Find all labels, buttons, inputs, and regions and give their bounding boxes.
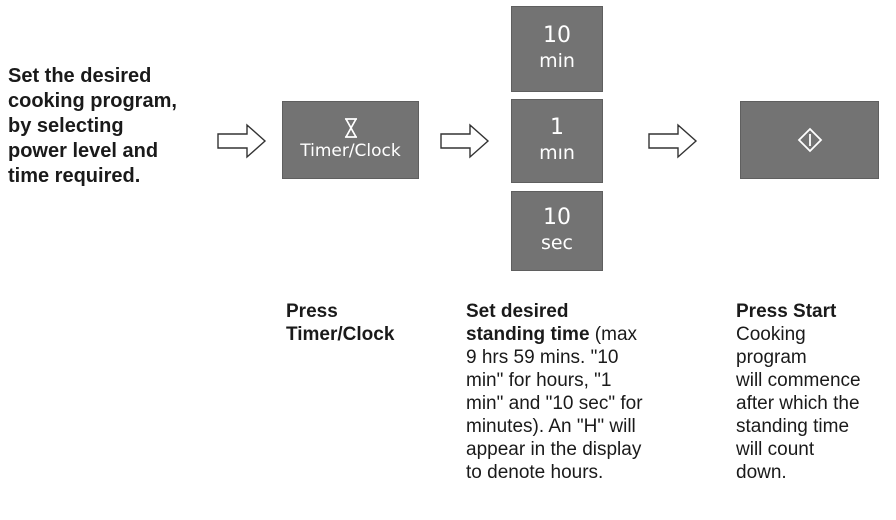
caption-text: down. bbox=[736, 462, 787, 483]
caption-text: minutes). An "H" will bbox=[466, 416, 636, 437]
intro-line: cooking program, bbox=[8, 90, 177, 112]
ten-min-button[interactable]: 10 min bbox=[511, 6, 603, 92]
ten-sec-button[interactable]: 10 sec bbox=[511, 191, 603, 271]
arrow-right-icon bbox=[440, 123, 490, 159]
arrow-right-icon bbox=[217, 123, 267, 159]
key-unit: sec bbox=[540, 232, 574, 254]
timer-clock-label: Timer/Clock bbox=[300, 141, 401, 161]
intro-line: by selecting bbox=[8, 115, 124, 137]
arrow-right-icon bbox=[648, 123, 698, 159]
caption-text: program bbox=[736, 347, 807, 368]
caption-press-start: Press Start Cooking program will commenc… bbox=[736, 300, 861, 484]
intro-line: time required. bbox=[8, 165, 141, 187]
key-value: 10 bbox=[543, 205, 571, 230]
intro-instructions: Set the desired cooking program, by sele… bbox=[8, 64, 218, 189]
caption-title: Press Start bbox=[736, 301, 837, 322]
caption-text: min" for hours, "1 bbox=[466, 370, 612, 391]
caption-text: min" and "10 sec" for bbox=[466, 393, 643, 414]
start-diamond-icon bbox=[797, 127, 822, 153]
caption-title: Timer/Clock bbox=[286, 324, 395, 345]
caption-title: Press bbox=[286, 301, 338, 322]
one-min-button[interactable]: 1 mın bbox=[511, 99, 603, 183]
caption-title: Set desired bbox=[466, 301, 569, 322]
intro-line: Set the desired bbox=[8, 65, 152, 87]
caption-text: will commence bbox=[736, 370, 861, 391]
caption-text: Cooking bbox=[736, 324, 806, 345]
caption-text: (max bbox=[589, 324, 638, 345]
intro-line: power level and bbox=[8, 140, 159, 162]
caption-set-standing-time: Set desired standing time (max 9 hrs 59 … bbox=[466, 300, 643, 484]
key-value: 10 bbox=[543, 23, 571, 48]
caption-title-line: standing time (max bbox=[466, 323, 643, 346]
hourglass-icon bbox=[344, 118, 357, 138]
caption-press-timer: Press Timer/Clock bbox=[286, 300, 394, 346]
start-button[interactable] bbox=[740, 101, 879, 179]
caption-text: will count bbox=[736, 439, 815, 460]
caption-text: after which the bbox=[736, 393, 860, 414]
timer-clock-button[interactable]: Timer/Clock bbox=[282, 101, 419, 179]
caption-text: standing time bbox=[736, 416, 850, 437]
caption-text: 9 hrs 59 mins. "10 bbox=[466, 347, 619, 368]
key-unit: mın bbox=[539, 142, 575, 164]
key-value: 1 bbox=[550, 115, 564, 140]
key-unit: min bbox=[539, 50, 575, 72]
caption-text: to denote hours. bbox=[466, 462, 604, 483]
caption-text: appear in the display bbox=[466, 439, 642, 460]
caption-title: standing time bbox=[466, 324, 590, 345]
